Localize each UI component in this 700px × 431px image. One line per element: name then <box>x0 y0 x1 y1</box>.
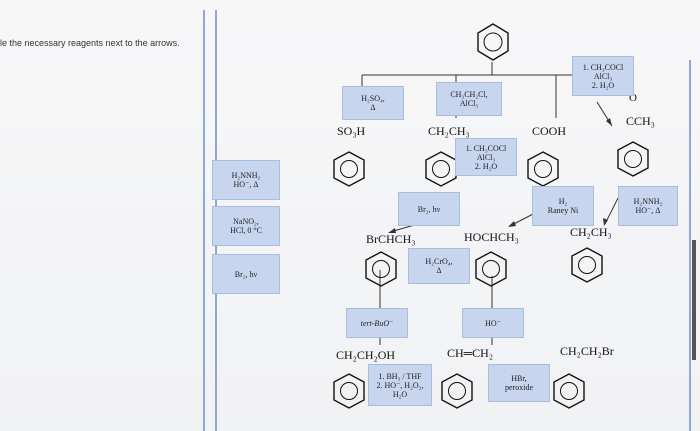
reagent-line: AlCl₃ <box>476 152 496 162</box>
reagent-line: 1. CH₃COCl <box>465 143 507 153</box>
reagent-line: NaNO₂, <box>233 217 259 226</box>
label-ch2ch2br: CH₂CH₂Br <box>560 344 614 358</box>
reagent-line: AlCl₃ <box>459 99 479 108</box>
reagent-box-tertbuo[interactable]: tert-BuO⁻ <box>346 308 408 338</box>
benzene-ring-hochch3 <box>475 251 507 287</box>
label-so3h: SO₃H <box>337 124 366 138</box>
reagent-line: 1. CH₃COCl <box>582 62 624 72</box>
reagent-box-bromination[interactable]: Br₂, hν <box>398 192 460 226</box>
label-ethyl-right: CH₂CH₃ <box>570 225 612 239</box>
benzene-ring-ethyl <box>425 151 457 187</box>
reagent-box-wolff-kishner[interactable]: H₂NNH₂ HO⁻, Δ <box>618 186 678 226</box>
reagent-line: HO⁻, Δ <box>635 206 661 215</box>
reagent-box-sulfonation[interactable]: H₂SO₄, Δ <box>342 86 404 120</box>
reagent-line: HBr, <box>511 374 527 383</box>
reagent-box-hbr[interactable]: HBr, peroxide <box>488 364 550 402</box>
reagent-line: Br₂, hν <box>234 269 258 279</box>
reagent-line: peroxide <box>505 383 533 392</box>
label-acetyl-o: O <box>629 92 637 104</box>
benzene-ring-so3h <box>333 151 365 187</box>
benzene-ring-cooh <box>527 151 559 187</box>
label-hochch3: HOCHCH₃ <box>464 230 519 244</box>
reagent-box-chromic[interactable]: H₂CrO₄, Δ <box>408 248 470 284</box>
instruction-text: le the necessary reagents next to the ar… <box>0 38 180 48</box>
benzene-ring-start <box>477 23 509 61</box>
reagent-line: 2. H₂O <box>591 80 615 90</box>
reagent-line: 1. BH₃ / THF <box>378 371 422 381</box>
reagent-line: Raney Ni <box>547 206 579 215</box>
label-ch2ch2oh: CH₂CH₂OH <box>336 348 396 362</box>
side-reagent-box[interactable]: H₂NNH₂ HO⁻, Δ <box>212 160 280 200</box>
reagent-line: Δ <box>370 103 376 112</box>
side-reagent-box[interactable]: Br₂, hν <box>212 254 280 294</box>
benzene-ring-acetyl <box>617 141 649 177</box>
reagent-line: H₂ <box>558 197 568 206</box>
reagent-line: H₂CrO₄, <box>425 257 453 266</box>
reagent-line: H₂SO₄, <box>361 94 385 103</box>
reagent-box-hydroboration[interactable]: 1. BH₃ / THF 2. HO⁻, H₂O₂, H₂O <box>368 364 432 406</box>
reagent-box-acylation-mid[interactable]: 1. CH₃COCl AlCl₃ 2. H₂O <box>455 138 517 176</box>
benzene-ring-ethyl-right <box>571 247 603 283</box>
reagent-box-raney[interactable]: H₂ Raney Ni <box>532 186 594 226</box>
reagent-box-hydroxide[interactable]: HO⁻ <box>462 308 524 338</box>
reagent-line: HO⁻ <box>485 318 501 328</box>
reagent-box-friedel-crafts[interactable]: CH₃CH₂Cl, AlCl₃ <box>436 82 502 116</box>
reagent-line: AlCl₃ <box>593 71 613 81</box>
side-reagent-box[interactable]: NaNO₂, HCl, 0 °C <box>212 206 280 246</box>
reagent-line: H₂NNH₂ <box>231 171 261 180</box>
label-ethyl: CH₂CH₃ <box>428 124 470 138</box>
reagent-line: CH₃CH₂Cl, <box>450 90 488 99</box>
reagent-line: H₂O <box>392 389 408 399</box>
label-brchch3: BrCHCH₃ <box>366 232 416 246</box>
benzene-ring-brchch3 <box>365 251 397 287</box>
reagent-box-acylation-top[interactable]: 1. CH₃COCl AlCl₃ 2. H₂O <box>572 56 634 96</box>
reagent-line: HO⁻, Δ <box>233 180 259 189</box>
reagent-line: Δ <box>436 266 442 275</box>
reagent-line: H₂NNH₂ <box>633 197 663 206</box>
reagent-line: 2. H₂O <box>474 161 498 171</box>
benzene-ring-vinyl <box>441 373 473 409</box>
benzene-ring-ch2ch2oh <box>333 373 365 409</box>
label-acetyl: CCH₃ <box>626 114 655 128</box>
reagent-line: tert-BuO⁻ <box>360 318 394 328</box>
reagent-line: HCl, 0 °C <box>230 226 262 235</box>
label-vinyl: CH═CH₂ <box>447 346 494 360</box>
benzene-ring-ch2ch2br <box>553 373 585 409</box>
label-cooh: COOH <box>532 124 567 138</box>
reagent-line: 2. HO⁻, H₂O₂, <box>376 380 424 390</box>
reagent-line: Br₂, hν <box>417 204 441 214</box>
